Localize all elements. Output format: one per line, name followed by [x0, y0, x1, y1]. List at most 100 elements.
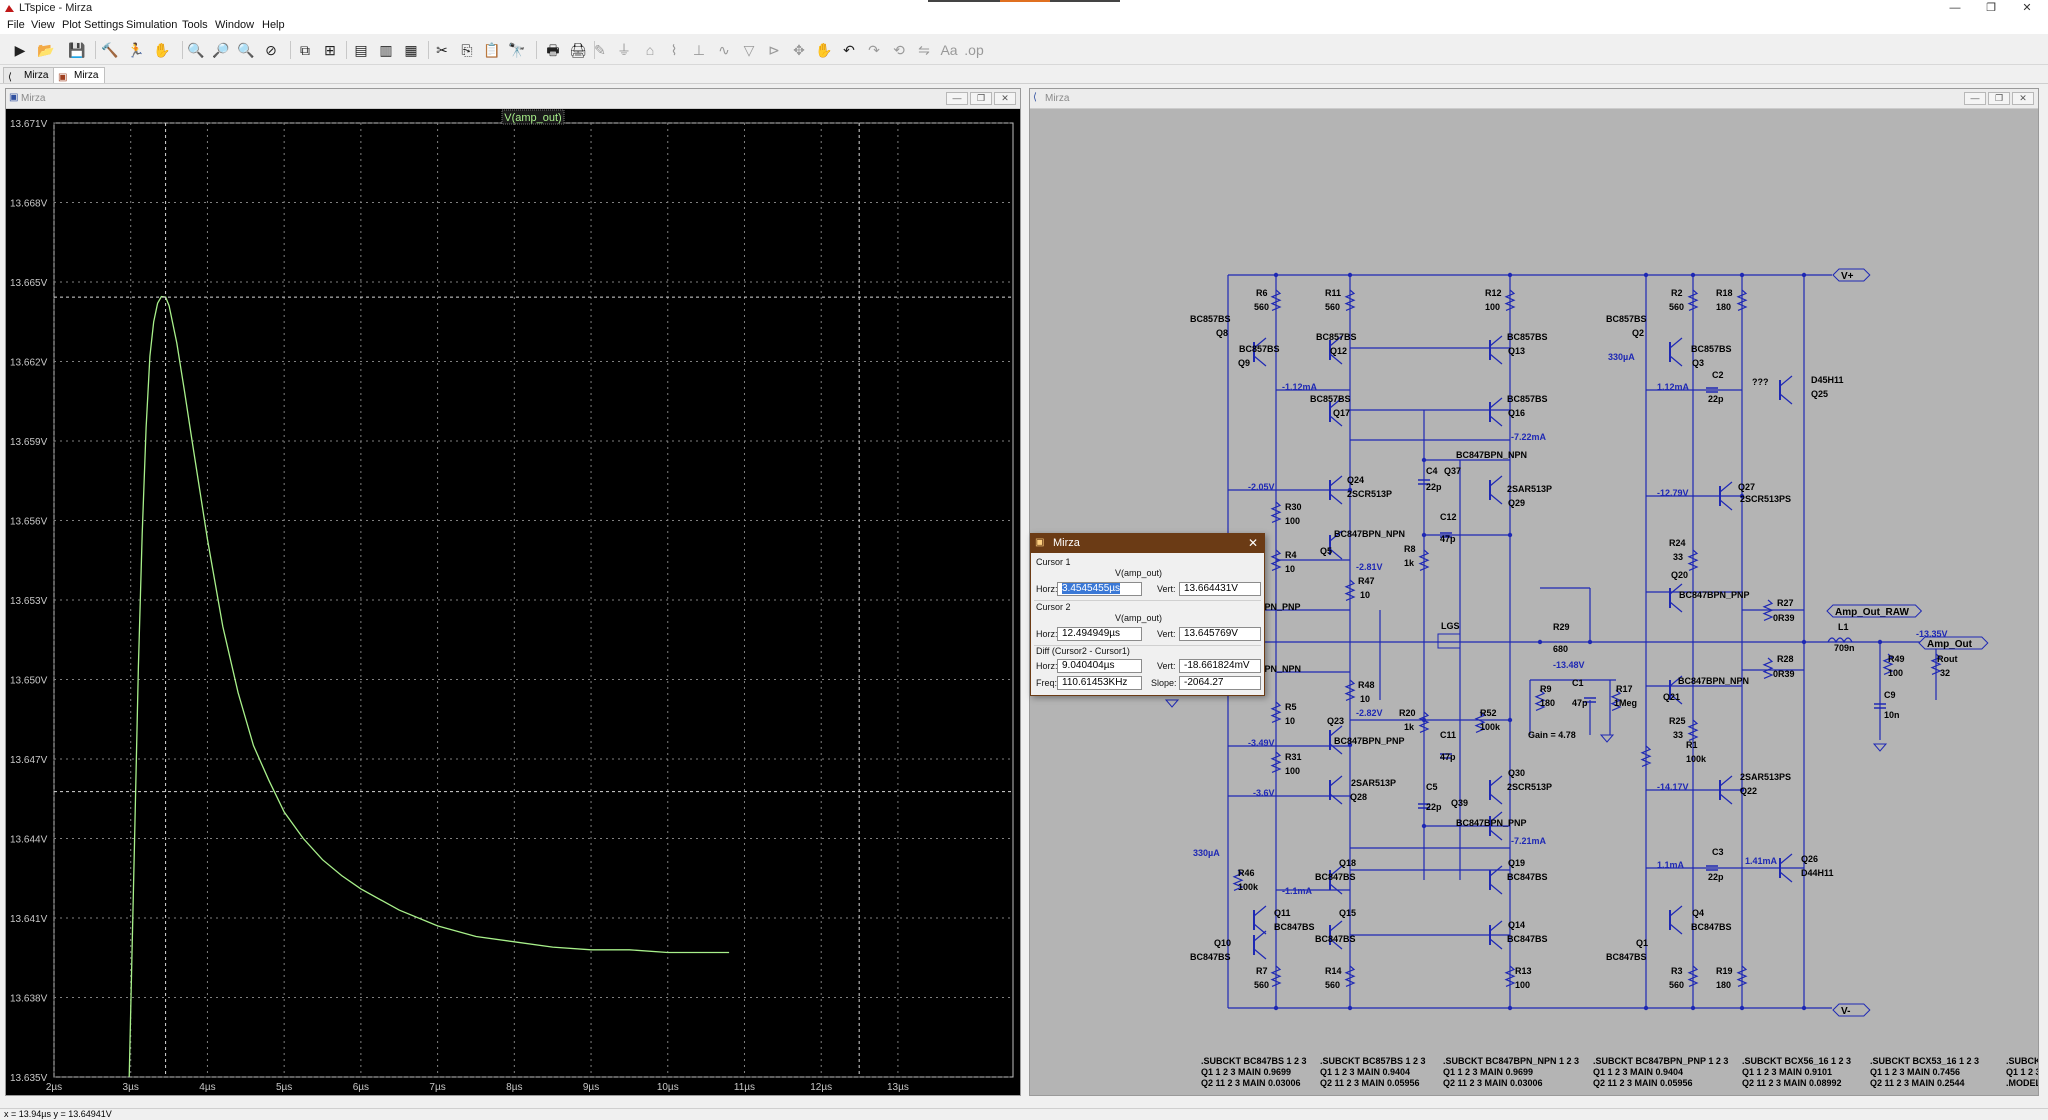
resistor-symbol: [1270, 751, 1282, 773]
mdi-minimize-button[interactable]: —: [946, 92, 968, 105]
spice-directive-icon[interactable]: .op: [964, 42, 984, 58]
y-tick-label: 13.653V: [10, 596, 48, 607]
toolbar-separator: [346, 41, 347, 59]
diff-slope-field[interactable]: -2064.27: [1179, 676, 1261, 690]
cursor1-horz-label: Horz:: [1036, 584, 1058, 594]
title-bar: LTspice - Mirza — ❐ ✕: [0, 0, 2048, 17]
window-restore-button[interactable]: ❐: [1986, 2, 1996, 14]
cursor1-horz-field[interactable]: 3.4545455µs: [1057, 582, 1142, 596]
tab-schematic[interactable]: ⟨ Mirza: [3, 67, 56, 83]
x-tick-label: 7µs: [429, 1082, 445, 1093]
zoom-pan-icon[interactable]: 🔎: [212, 42, 230, 58]
mdi-restore-button[interactable]: ❐: [970, 92, 992, 105]
cursor-dialog[interactable]: ▣ Mirza ✕ Cursor 1 V(amp_out) Horz: 3.45…: [1030, 533, 1265, 696]
paste-icon[interactable]: 📋: [483, 42, 501, 58]
cursor2-vert-field[interactable]: 13.645769V: [1179, 627, 1261, 641]
halt-icon[interactable]: ✋: [153, 42, 171, 58]
menu-help[interactable]: Help: [262, 19, 285, 31]
window-minimize-button[interactable]: —: [1949, 2, 1961, 14]
component-label: Q24: [1347, 475, 1364, 485]
undo-icon[interactable]: ↶: [843, 42, 855, 58]
component-label: 2SCR513P: [1347, 489, 1392, 499]
cursor-dialog-titlebar[interactable]: ▣ Mirza ✕: [1031, 534, 1264, 553]
tab-waveform[interactable]: ▣ Mirza: [53, 67, 106, 83]
tile-vertical-icon[interactable]: ▥: [379, 42, 393, 58]
print-setup-icon[interactable]: 🖶: [546, 42, 560, 58]
dialog-divider: [1034, 645, 1261, 646]
component-icon[interactable]: ⊳: [768, 42, 780, 58]
cut-icon[interactable]: ✂: [436, 42, 448, 58]
move-icon[interactable]: ✥: [793, 42, 805, 58]
resistor-symbol: [1344, 679, 1356, 701]
cursor2-group-label: Cursor 2: [1036, 602, 1071, 612]
text-icon[interactable]: Aa: [940, 42, 958, 58]
resistor-icon[interactable]: ⌇: [670, 42, 678, 58]
cursor-dialog-close-button[interactable]: ✕: [1247, 536, 1258, 550]
zoom-in-icon[interactable]: 🔍: [187, 42, 205, 58]
mirror-icon[interactable]: ⇋: [918, 42, 930, 58]
diff-vert-field[interactable]: -18.661824mV: [1179, 659, 1261, 673]
menu-plot-settings[interactable]: Plot Settings: [62, 19, 124, 31]
cursor1-vert-field[interactable]: 13.664431V: [1179, 582, 1261, 596]
component-label: BC847BS: [1274, 922, 1315, 932]
window-close-button[interactable]: ✕: [2022, 2, 2032, 14]
label-net-icon[interactable]: ⌂: [645, 42, 655, 58]
menu-file[interactable]: File: [7, 19, 25, 31]
spice-directive-line: Q1 1 2 3: [2006, 1067, 2038, 1077]
component-label: 100: [1515, 980, 1530, 990]
redo-icon[interactable]: ↷: [868, 42, 880, 58]
drag-icon[interactable]: ✋: [815, 42, 833, 58]
lgs-box: [1437, 633, 1461, 649]
print-icon[interactable]: 🖨: [569, 42, 587, 58]
cursor2-horz-field[interactable]: 12.494949µs: [1057, 627, 1142, 641]
mdi-close-button[interactable]: ✕: [994, 92, 1016, 105]
find-icon[interactable]: 🔭: [508, 42, 526, 58]
autorange-x-icon[interactable]: ⊞: [324, 42, 336, 58]
component-label: C12: [1440, 512, 1457, 522]
transistor-emitter: [1329, 493, 1343, 505]
cursor2-vert-label: Vert:: [1157, 629, 1176, 639]
component-label: BC847BS: [1190, 952, 1231, 962]
component-label: Q2: [1632, 328, 1644, 338]
capacitor-icon[interactable]: ⊥: [692, 42, 706, 58]
copy-icon[interactable]: ⎘: [461, 42, 473, 58]
diff-horz-field[interactable]: 9.040404µs: [1057, 659, 1142, 673]
component-label: BC847BPN_NPN: [1678, 676, 1749, 686]
component-label: 22p: [1426, 482, 1442, 492]
autorange-icon[interactable]: ⧉: [300, 42, 310, 58]
mdi-close-button[interactable]: ✕: [2012, 92, 2034, 105]
schematic-drawing[interactable]: V+Amp_Out_RAWAmp_OutV-R6560R11560R12100R…: [1030, 109, 2038, 1095]
ground-icon[interactable]: ⏚: [617, 42, 631, 58]
zoom-cancel-icon[interactable]: ⊘: [265, 42, 277, 58]
transistor-emitter: [1669, 601, 1683, 613]
diff-freq-field[interactable]: 110.61453KHz: [1057, 676, 1142, 690]
run-icon[interactable]: ▶: [14, 42, 26, 58]
wire-junction: [1587, 639, 1593, 645]
operating-point-label: 1.41mA: [1745, 856, 1778, 866]
save-icon[interactable]: 💾: [68, 42, 86, 58]
rotate-icon[interactable]: ⟲: [893, 42, 905, 58]
mdi-minimize-button[interactable]: —: [1964, 92, 1986, 105]
zoom-out-icon[interactable]: 🔍: [237, 42, 255, 58]
component-label: Q15: [1339, 908, 1356, 918]
cascade-icon[interactable]: ▦: [404, 42, 418, 58]
draw-wire-icon[interactable]: ✎: [594, 42, 606, 58]
menu-view[interactable]: View: [31, 19, 55, 31]
menu-window[interactable]: Window: [215, 19, 255, 31]
resistor-symbol: [1344, 965, 1356, 987]
mdi-restore-button[interactable]: ❐: [1988, 92, 2010, 105]
control-panel-icon[interactable]: 🔨: [101, 42, 119, 58]
component-label: 10: [1360, 590, 1370, 600]
tile-horizontal-icon[interactable]: ▤: [354, 42, 368, 58]
menu-tools[interactable]: Tools: [182, 19, 208, 31]
open-folder-icon[interactable]: 📂: [37, 42, 55, 58]
component-label: Q21: [1663, 692, 1680, 702]
diode-icon[interactable]: ▽: [743, 42, 755, 58]
menu-simulation[interactable]: Simulation: [126, 19, 178, 31]
inductor-icon[interactable]: ∿: [718, 42, 730, 58]
component-label: Q30: [1508, 768, 1525, 778]
run-simulation-icon[interactable]: 🏃: [127, 42, 145, 58]
ground-icon: [1599, 734, 1615, 743]
